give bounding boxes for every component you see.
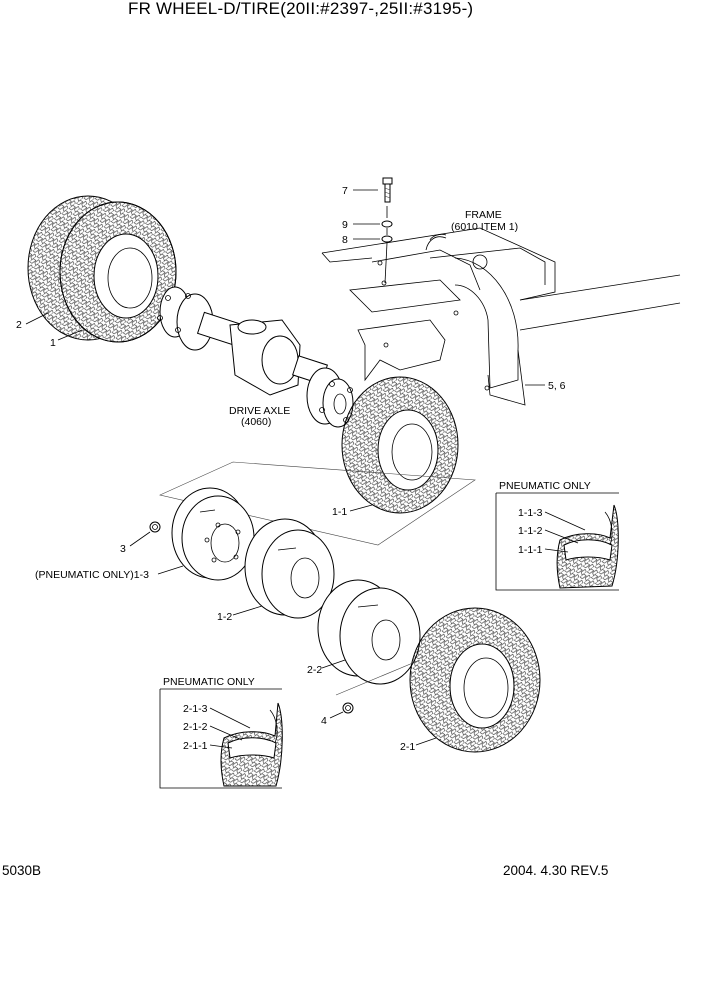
footer-code: 5030B [2, 863, 41, 878]
callout-4: 4 [321, 715, 327, 727]
callout-8: 8 [342, 234, 348, 246]
inset-1-item-3: 1-1-1 [518, 544, 543, 556]
frame-ref-label: (6010 ITEM 1) [451, 221, 518, 233]
drive-axle-ref-label: (4060) [241, 416, 271, 428]
callout-2-1: 2-1 [400, 741, 415, 753]
rim-2-2 [317, 579, 421, 685]
washer-8 [381, 235, 393, 243]
rim-1-3 [171, 487, 255, 581]
callout-1-3: (PNEUMATIC ONLY)1-3 [35, 569, 149, 581]
nut-4 [342, 702, 354, 714]
callout-2-2: 2-2 [307, 664, 322, 676]
inset-2-box [159, 688, 283, 789]
callout-5-6: 5, 6 [548, 380, 566, 392]
footer-revision: 2004. 4.30 REV.5 [503, 863, 608, 878]
callout-1-1: 1-1 [332, 506, 347, 518]
callout-2: 2 [16, 319, 22, 331]
inset-2-item-1: 2-1-3 [183, 703, 208, 715]
frame [321, 227, 681, 406]
tire-2-1 [409, 607, 541, 753]
diagram-title: FR WHEEL-D/TIRE(20II:#2397-,25II:#3195-) [128, 0, 473, 18]
callout-1-2: 1-2 [217, 611, 232, 623]
inset-2-item-2: 2-1-2 [183, 721, 208, 733]
inset-1-item-1: 1-1-3 [518, 507, 543, 519]
inset-1-item-2: 1-1-2 [518, 525, 543, 537]
double-tire [27, 195, 177, 343]
callout-1: 1 [50, 337, 56, 349]
callout-3: 3 [120, 543, 126, 555]
inset-2-title: PNEUMATIC ONLY [163, 676, 255, 688]
rim-1-2 [244, 518, 335, 619]
drive-axle [157, 286, 354, 428]
callout-7: 7 [342, 185, 348, 197]
inset-1-title: PNEUMATIC ONLY [499, 480, 591, 492]
inset-2-item-3: 2-1-1 [183, 740, 208, 752]
nut-3 [149, 521, 161, 533]
bolt-7 [382, 177, 393, 203]
frame-label: FRAME [465, 209, 502, 221]
inset-1-box [495, 492, 619, 591]
callout-9: 9 [342, 219, 348, 231]
drive-axle-label: DRIVE AXLE [229, 405, 290, 417]
washer-9 [381, 220, 393, 228]
tire-1-1 [341, 376, 459, 514]
